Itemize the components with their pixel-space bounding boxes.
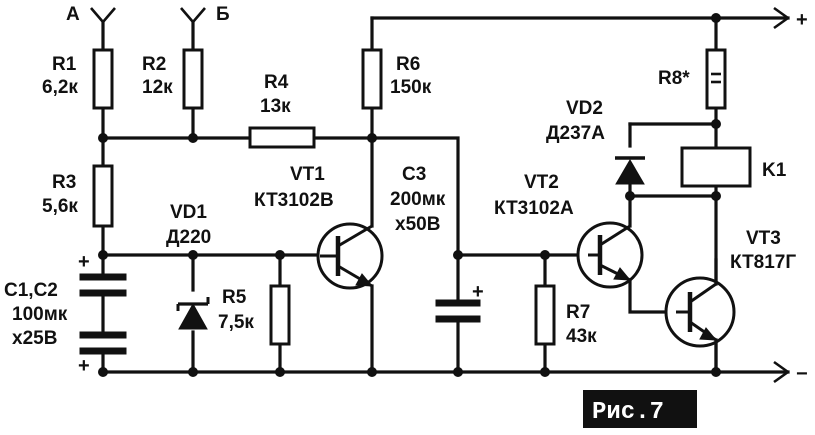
c2-plus-label: + [78,355,90,377]
diode-vd2: VD2 Д237А [546,98,645,185]
svg-text:150к: 150к [390,77,432,98]
terminal-plus-label: + [796,9,808,31]
terminal-minus: − [773,360,808,385]
resistor-r6: R6 150к [361,48,432,110]
svg-text:7,5к: 7,5к [218,312,254,333]
svg-text:43к: 43к [566,326,597,347]
svg-text:K1: K1 [762,160,787,181]
svg-text:R4: R4 [264,72,289,93]
resistor-r1: R1 6,2к [42,48,114,110]
svg-text:VT1: VT1 [290,164,325,185]
svg-text:R1: R1 [52,54,77,75]
transistor-vt1: VT1 КТ3102В [254,164,384,290]
svg-text:VD1: VD1 [170,202,207,223]
svg-text:x50В: x50В [395,214,440,235]
svg-text:КТ3102А: КТ3102А [494,198,574,219]
svg-text:13к: 13к [260,96,291,117]
svg-text:6,2к: 6,2к [42,77,78,98]
capacitor-c3: + C3 200мк x50В [390,164,484,323]
svg-text:100мк: 100мк [12,304,68,325]
svg-text:VT2: VT2 [524,172,559,193]
terminal-b-label: Б [216,4,230,25]
diode-vd1: VD1 Д220 [166,202,211,330]
relay-k1: K1 [680,146,787,188]
figure-label-text: Рис.7 [592,399,664,426]
resistor-r7: R7 43к [534,284,597,347]
svg-text:VT3: VT3 [746,228,781,249]
transistor-vt2: VT2 КТ3102А [494,172,644,289]
svg-text:R2: R2 [142,54,166,75]
terminal-plus: + [773,6,808,31]
resistor-r2: R2 12к [142,48,204,110]
figure-label: Рис.7 [583,390,697,428]
svg-text:КТ3102В: КТ3102В [254,190,334,211]
svg-text:R6: R6 [396,54,420,75]
svg-text:R3: R3 [52,172,76,193]
svg-text:C1,C2: C1,C2 [4,280,58,301]
svg-text:200мк: 200мк [390,189,446,210]
svg-text:12к: 12к [142,77,173,98]
svg-text:Д220: Д220 [166,227,211,248]
svg-text:R5: R5 [222,287,247,308]
terminal-minus-label: − [796,363,808,385]
svg-text:R8*: R8* [658,68,690,89]
terminal-a-label: А [66,4,80,25]
resistor-r8: R8* [658,48,727,110]
transistor-vt3: VT3 КТ817Г [664,228,796,374]
svg-text:R7: R7 [566,302,590,323]
svg-text:5,6к: 5,6к [42,196,78,217]
resistor-r5: R5 7,5к [218,284,291,346]
c1-plus-label: + [78,251,90,273]
capacitors-c1-c2: + + C1,C2 100мк x25В [4,251,127,377]
svg-text:КТ817Г: КТ817Г [730,252,796,273]
svg-text:VD2: VD2 [566,98,603,119]
svg-text:Д237А: Д237А [546,123,605,144]
c3-plus-label: + [472,281,484,303]
svg-text:C3: C3 [402,164,426,185]
terminal-b: Б [180,4,230,25]
terminal-a: А [66,4,116,25]
resistor-r4: R4 13к [248,72,316,149]
svg-text:x25В: x25В [12,328,57,349]
resistor-r3: R3 5,6к [42,164,114,228]
